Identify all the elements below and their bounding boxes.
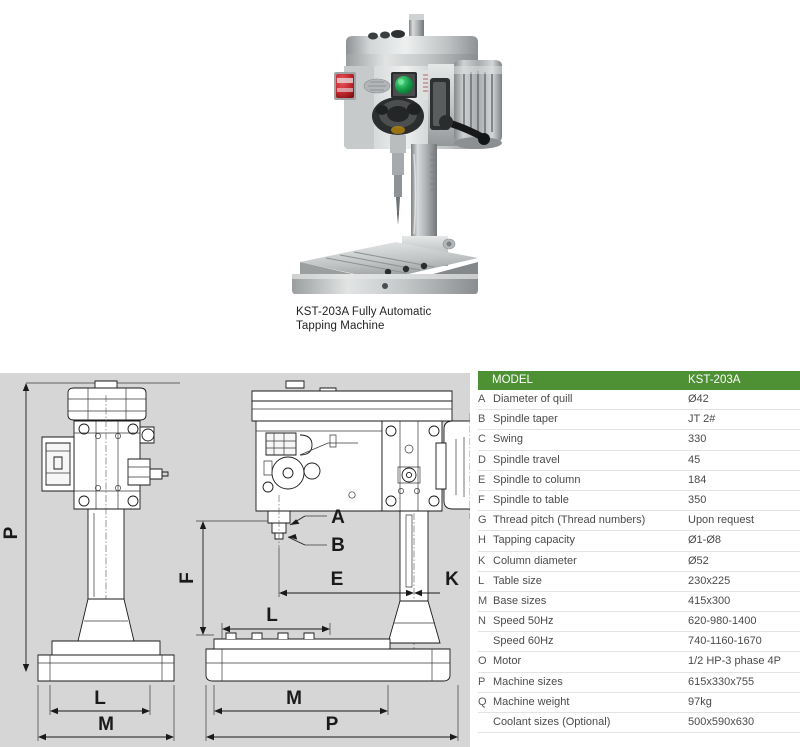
technical-drawing-panel: P [0,373,470,747]
row-label: Tapping capacity [493,534,575,547]
row-letter: A [478,393,486,405]
row-value: Ø1-Ø8 [688,534,722,547]
dim-label-P-front: P [326,714,339,735]
table-header-row: MODEL KST-203A [478,371,800,390]
dim-label-M-side: M [98,714,114,735]
row-label: Spindle to column [493,473,581,486]
caption-line-1: KST-203A Fully Automatic [296,306,432,318]
row-value: Ø52 [688,554,709,567]
row-letter: O [478,655,487,668]
table-row: H Tapping capacity Ø1-Ø8 [478,531,800,552]
table-row: Speed 60Hz 740-1160-1670 [478,632,800,653]
row-label: Machine sizes [493,675,563,688]
row-letter: L [478,574,485,587]
row-letter: C [478,433,486,446]
row-value: 184 [688,473,707,486]
row-value: 615x330x755 [688,675,755,688]
row-label: Speed 60Hz [493,635,554,648]
dim-label-E: E [331,569,344,590]
header-letter-cell [478,371,492,390]
tapping-machine-photo [292,14,502,294]
row-label: Diameter of quill [493,393,573,405]
row-value: 620-980-1400 [688,615,757,628]
row-value: Upon request [688,514,755,527]
table-row: B Spindle taper JT 2# [478,410,800,431]
row-label: Base sizes [493,594,547,607]
table-row: E Spindle to column 184 [478,471,800,491]
row-label: Motor [493,655,522,668]
row-label: Swing [493,433,523,446]
row-label: Thread pitch (Thread numbers) [493,514,646,527]
table-row: M Base sizes 415x300 [478,592,800,613]
row-label: Spindle taper [493,413,558,426]
dim-label-P-side: P [1,526,22,539]
row-letter: B [478,413,486,426]
row-label: Machine weight [493,695,570,708]
row-label: Coolant sizes (Optional) [493,716,611,728]
row-letter [478,713,492,732]
row-label: Speed 50Hz [493,615,554,628]
row-letter: G [478,514,487,527]
row-letter: H [478,534,486,547]
table-row: G Thread pitch (Thread numbers) Upon reque… [478,511,800,532]
table-row: L Table size 230x225 [478,572,800,592]
row-label: Spindle to table [493,493,569,506]
side-view-drawing: P [1,380,180,741]
product-photo-area: KST-203A Fully Automatic Tapping Machine [0,0,800,365]
row-letter: K [478,554,486,567]
row-value: 97kg [688,695,712,708]
row-value: 1/2 HP-3 phase 4P [688,655,781,668]
photo-caption: KST-203A Fully Automatic Tapping Machine [296,305,536,333]
row-value: 740-1160-1670 [688,635,762,648]
table-row: F Spindle to table 350 [478,491,800,512]
row-letter: E [478,473,486,486]
table-row: N Speed 50Hz 620-980-1400 [478,612,800,633]
dim-label-K: K [445,569,459,590]
dim-label-F: F [177,572,198,584]
table-row: Coolant sizes (Optional) 500x590x630 [478,713,800,734]
table-row: O Motor 1/2 HP-3 phase 4P [478,652,800,673]
table-row: D Spindle travel 45 [478,451,800,471]
row-value: 500x590x630 [688,716,755,728]
row-label: Table size [493,574,542,587]
dim-label-L-front: L [266,605,278,626]
row-label: Column diameter [493,554,577,567]
dim-label-A: A [331,507,345,528]
front-view-drawing: A B F E K [177,380,470,741]
row-letter [478,632,492,651]
header-model-cell: MODEL [492,374,533,386]
row-value: Ø42 [688,393,709,405]
dim-label-L-side: L [94,688,106,709]
dim-label-B: B [331,535,345,556]
row-letter: P [478,675,486,688]
header-value-cell: KST-203A [688,374,741,386]
table-row: P Machine sizes 615x330x755 [478,673,800,693]
row-letter: D [478,453,486,466]
row-value: 330 [688,433,707,446]
caption-line-2: Tapping Machine [296,320,385,332]
table-row: C Swing 330 [478,430,800,451]
row-letter: N [478,615,486,628]
row-value: 415x300 [688,594,731,607]
row-value: 230x225 [688,574,731,587]
table-row: K Column diameter Ø52 [478,552,800,572]
row-letter: M [478,594,488,607]
table-row: A Diameter of quill Ø42 [478,390,800,411]
dim-label-M-front: M [286,688,302,709]
row-value: JT 2# [688,413,716,426]
table-row: Q Machine weight 97kg [478,693,800,713]
row-value: 350 [688,493,707,506]
dimensioned-drawings: P [1,380,470,741]
row-letter: Q [478,695,487,708]
row-letter: F [478,493,485,506]
row-label: Spindle travel [493,453,560,466]
row-value: 45 [688,453,701,466]
